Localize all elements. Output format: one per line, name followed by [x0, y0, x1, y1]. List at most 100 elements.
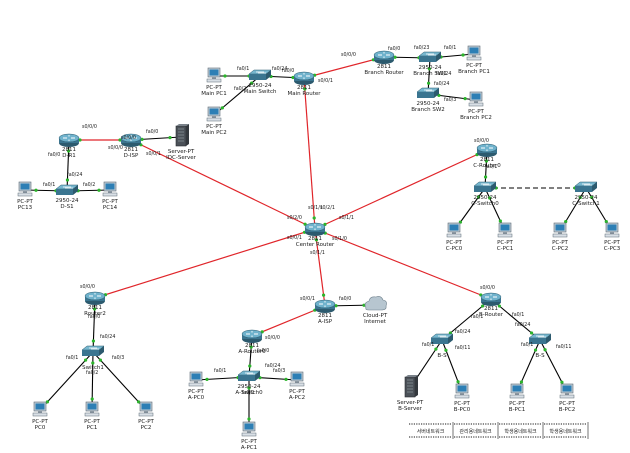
link-aisp-ar0 — [251, 305, 326, 337]
device-pc-bpc1b[interactable]: PC-PTB-PC1 — [509, 383, 526, 413]
device-switch-bsw4[interactable]: B-S — [528, 333, 552, 359]
link-status-dot — [488, 196, 492, 200]
device-name-label: A-PC2 — [289, 395, 305, 401]
link-status-dot — [497, 304, 502, 308]
link-status-dot — [303, 87, 307, 91]
link-status-dot — [578, 195, 582, 200]
link-status-dot — [334, 304, 338, 308]
switch-icon — [473, 181, 497, 192]
device-model-label: PC-PT — [552, 240, 568, 246]
device-model-label: 2811 — [62, 147, 76, 153]
device-pc-cpc0[interactable]: PC-PTC-PC0 — [446, 222, 463, 252]
switch-icon — [248, 69, 272, 80]
device-switch-bsw[interactable]: B-S — [430, 333, 454, 359]
link-status-dot — [448, 331, 453, 335]
pc-icon — [466, 45, 482, 61]
router-icon — [84, 291, 106, 305]
port-label: fa0/0 — [146, 129, 158, 135]
port-label: fa0/0 — [48, 152, 60, 158]
link-cr-aisp — [314, 228, 326, 307]
switch-icon — [430, 333, 454, 344]
port-label: s0/0/1 — [146, 151, 161, 157]
router-icon — [373, 50, 395, 64]
device-name-label: D-R1 — [62, 153, 76, 159]
port-label: fa0/0 — [257, 348, 269, 354]
device-name-label: D-S1 — [60, 204, 73, 210]
port-label: s0/0/0 — [480, 285, 495, 291]
device-pc-apc2[interactable]: PC-PTA-PC2 — [289, 371, 306, 401]
link-status-dot — [604, 219, 608, 224]
port-label: fa0/1 — [521, 342, 533, 348]
port-label: s0/0/0 — [265, 335, 280, 341]
device-pc-bpc0[interactable]: PC-PTB-PC0 — [454, 383, 471, 413]
link-status-dot — [97, 188, 101, 192]
device-pc-bpc2b[interactable]: PC-PTB-PC2 — [559, 383, 576, 413]
link-status-dot — [66, 149, 71, 153]
device-switch-asw0[interactable]: 2950-24A-Switch0 — [235, 370, 263, 396]
links-layer — [24, 53, 613, 430]
device-model-label: PC-PT — [509, 401, 525, 407]
device-switch-sw1[interactable]: Switch1 — [81, 345, 105, 371]
device-server-bsrv[interactable]: Server-PTB-Server — [397, 375, 424, 412]
device-switch-dsw[interactable]: 2950-24D-S1 — [55, 184, 79, 210]
link-sw1-pc1 — [91, 351, 94, 411]
switch-icon — [55, 184, 79, 195]
svg-text:학생용네트워크: 학생용네트워크 — [504, 428, 537, 435]
device-pc-cpc1[interactable]: PC-PTC-PC1 — [497, 222, 514, 252]
device-model-label: PC-PT — [497, 240, 513, 246]
link-status-dot — [223, 74, 227, 78]
port-label: fa0/0 — [282, 68, 294, 74]
pc-icon — [138, 401, 154, 417]
device-name-label: Main PC2 — [201, 130, 227, 136]
device-name-label: C-PC0 — [446, 246, 463, 252]
device-name-label: PC14 — [103, 205, 118, 211]
pc-icon — [454, 383, 470, 399]
device-pc-apc0[interactable]: PC-PTA-PC0 — [188, 371, 205, 401]
port-label: fa0/0 — [339, 296, 351, 302]
pc-icon — [188, 371, 204, 387]
link-status-dot — [168, 136, 172, 140]
device-name-label: B-PC2 — [559, 407, 575, 413]
device-pc-apc1[interactable]: PC-PTA-PC1 — [241, 421, 258, 451]
port-label: s0/2/1 — [320, 205, 335, 211]
device-name-label: D-ISP — [124, 153, 139, 159]
device-model-label: PC-PT — [206, 124, 222, 130]
link-status-dot — [484, 159, 489, 163]
device-switch-csw0[interactable]: 2950-24C-Switch0 — [471, 181, 499, 207]
device-pc-cpc3[interactable]: PC-PTC-PC3 — [604, 222, 621, 252]
port-label: fa0/24 — [515, 322, 530, 328]
device-switch-csw1[interactable]: 2950-24C-Switch1 — [572, 181, 600, 207]
link-status-dot — [291, 75, 295, 80]
port-label: fa0/1 — [444, 45, 456, 51]
port-label: fa0/0 — [88, 314, 100, 320]
router-icon — [304, 222, 326, 236]
server-icon — [175, 124, 189, 147]
device-pc-cpc2[interactable]: PC-PTC-PC2 — [552, 222, 569, 252]
